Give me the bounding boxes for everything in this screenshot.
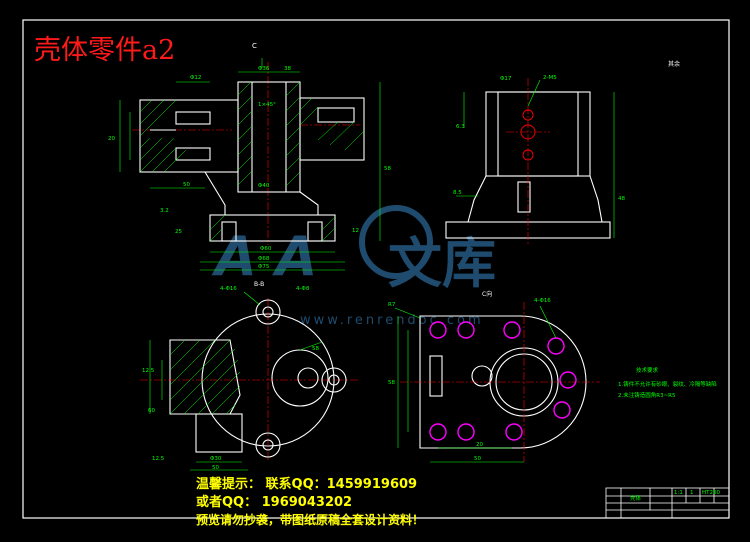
- svg-text:12.5: 12.5: [142, 368, 155, 374]
- svg-text:50: 50: [474, 456, 481, 462]
- bb-hatching: [169, 339, 241, 415]
- drawing-border: [22, 19, 730, 519]
- svg-text:12.5: 12.5: [152, 456, 165, 462]
- title-block-qty: 1: [690, 490, 694, 496]
- svg-text:50: 50: [183, 182, 190, 188]
- notice-line-2: 或者QQ： 1969043202: [196, 495, 353, 510]
- title-block: [605, 487, 730, 519]
- notice-line-1: 温馨提示： 联系QQ：1459919609: [196, 477, 418, 492]
- watermark: A A 文库 www.renrendoc.com: [211, 205, 496, 328]
- bottom-view-magenta-holes: [429, 321, 577, 441]
- tech-req-line1: 1.铸件不允许有砂眼、裂纹、冷隔等缺陷: [618, 380, 717, 388]
- tech-req-heading: 技术要求: [636, 366, 659, 374]
- notice-line-3: 预览请勿抄袭，带图纸原稿全套设计资料！: [196, 513, 425, 527]
- svg-text:3.2: 3.2: [160, 208, 169, 214]
- svg-text:38: 38: [284, 66, 291, 72]
- bb-ear-holes: [255, 299, 347, 458]
- svg-text:2-M5: 2-M5: [543, 75, 557, 81]
- svg-text:4-Φ8: 4-Φ8: [296, 286, 310, 292]
- title-block-part-name: 壳体: [630, 494, 642, 502]
- main-view-dimensions: [119, 58, 381, 271]
- svg-text:6.3: 6.3: [456, 124, 465, 130]
- side-view-dimensions: [456, 79, 615, 238]
- svg-text:Φ60: Φ60: [260, 246, 272, 252]
- svg-text:50: 50: [212, 465, 219, 471]
- svg-text:Φ68: Φ68: [258, 256, 270, 262]
- svg-text:1×45°: 1×45°: [258, 102, 276, 108]
- svg-text:Φ40: Φ40: [258, 183, 270, 189]
- svg-text:Φ75: Φ75: [258, 264, 270, 270]
- svg-text:58: 58: [312, 346, 319, 352]
- svg-text:Φ12: Φ12: [190, 75, 201, 81]
- svg-text:60: 60: [148, 408, 155, 414]
- svg-text:R7: R7: [388, 302, 396, 308]
- title-block-ratio: 1:1: [674, 490, 683, 496]
- main-section-view: [132, 62, 365, 245]
- svg-text:25: 25: [175, 229, 182, 235]
- bb-dimensions: [149, 291, 323, 471]
- svg-text:Φ36: Φ36: [258, 66, 270, 72]
- drawing-title: 壳体零件a2: [34, 35, 176, 66]
- svg-text:58: 58: [384, 166, 391, 172]
- svg-text:8.5: 8.5: [453, 190, 462, 196]
- title-block-text: 壳体 1:1 1 HT200: [630, 490, 720, 502]
- svg-text:Φ17: Φ17: [500, 76, 512, 82]
- svg-text:58: 58: [388, 380, 395, 386]
- technical-requirements: 技术要求 1.铸件不允许有砂眼、裂纹、冷隔等缺陷 2.未注铸造圆角R3~R5: [618, 366, 717, 399]
- bottom-view: [400, 302, 600, 462]
- svg-text:Φ30: Φ30: [210, 456, 222, 462]
- svg-text:20: 20: [476, 442, 483, 448]
- main-view-dimension-text: Φ12 Φ36 38 1×45° Φ40 Φ60 Φ68 Φ75 20 50 5…: [108, 66, 391, 270]
- title-block-material: HT200: [702, 490, 720, 496]
- svg-text:20: 20: [108, 136, 115, 142]
- tech-req-line2: 2.未注铸造圆角R3~R5: [618, 391, 676, 399]
- roughness-note: 其余: [668, 60, 680, 68]
- watermark-logo-text: 文库: [388, 232, 496, 295]
- side-view: [445, 78, 611, 245]
- section-marker-c: C: [252, 42, 257, 50]
- side-view-holes: [520, 109, 536, 161]
- svg-text:A A: A A: [211, 225, 317, 288]
- bb-label: B-B: [254, 281, 264, 288]
- bb-section-view: [140, 298, 360, 460]
- svg-text:12: 12: [352, 228, 359, 234]
- svg-text:4-Φ16: 4-Φ16: [534, 298, 551, 304]
- watermark-url: www.renrendoc.com: [300, 313, 484, 328]
- view-c-label: C向: [482, 290, 492, 298]
- svg-text:48: 48: [618, 196, 625, 202]
- svg-text:4-Φ16: 4-Φ16: [220, 286, 237, 292]
- bottom-view-dimensions: [394, 305, 557, 463]
